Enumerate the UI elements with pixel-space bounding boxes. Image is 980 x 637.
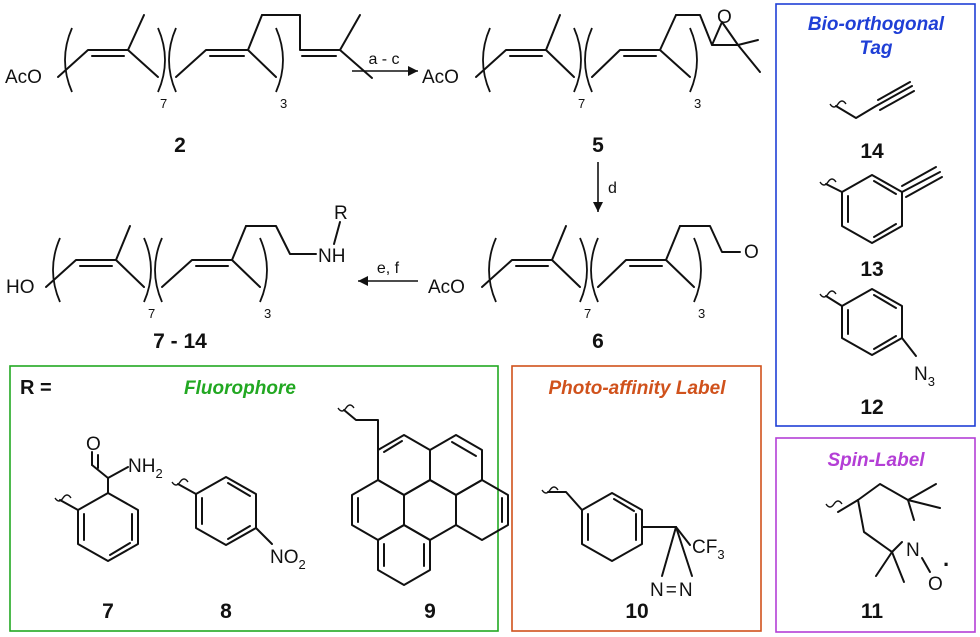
compound-5-repeat-b: 3 [694, 96, 701, 111]
compound-2-repeat-a: 7 [160, 96, 167, 111]
compound-7-14-structure: HO NH R 7 3 [6, 203, 348, 321]
step-2-reagents: d [608, 180, 617, 197]
compound-13-label: 13 [860, 258, 883, 281]
compound-10-label: 10 [625, 600, 648, 623]
compound-7-carbonyl-o: O [86, 434, 101, 455]
compound-7-14-label: 7 - 14 [153, 330, 207, 353]
compound-10-cf3: CF3 [692, 537, 725, 562]
photoaffinity-box [511, 365, 762, 632]
compound-7-14-r: R [334, 203, 348, 224]
compound-14-label: 14 [860, 140, 884, 163]
compound-9-label: 9 [424, 600, 436, 623]
compound-11-structure: N O · [825, 483, 950, 595]
compound-12-azide: N3 [914, 364, 935, 389]
compound-7-structure: O NH2 [54, 434, 163, 562]
compound-2-repeat-b: 3 [280, 96, 287, 111]
compound-14-structure [829, 81, 915, 119]
compound-10-diazirine: N=N [650, 580, 693, 601]
compound-7-14-nh: NH [318, 246, 345, 267]
compound-11-o: O [928, 574, 943, 595]
compound-7-amide-group: NH2 [128, 456, 163, 481]
compound-7-14-repeat-b: 3 [264, 306, 271, 321]
spinlabel-title: Spin-Label [827, 450, 925, 471]
fluorophore-title: Fluorophore [184, 378, 296, 399]
step-1-reagents: a - c [368, 51, 399, 68]
compound-7-label: 7 [102, 600, 114, 623]
compound-6-aldehyde-o: O [744, 242, 759, 263]
photoaffinity-title: Photo-affinity Label [549, 378, 727, 399]
compound-5-epoxide-o: O [717, 7, 732, 28]
compound-6-repeat-b: 3 [698, 306, 705, 321]
compound-2-end-group: AcO [5, 67, 42, 88]
compound-5-repeat-a: 7 [578, 96, 585, 111]
compound-12-structure: N3 [819, 288, 935, 389]
compound-8-structure: NO2 [171, 476, 306, 572]
compound-5-end-group: AcO [422, 67, 459, 88]
bioorthogonal-title-line2: Tag [859, 38, 892, 59]
compound-8-label: 8 [220, 600, 232, 623]
compound-9-structure [337, 404, 509, 586]
step-3-reagents: e, f [377, 260, 400, 277]
compound-6-structure: AcO O 7 3 [428, 225, 759, 321]
compound-11-n: N [906, 540, 920, 561]
compound-5-label: 5 [592, 134, 604, 157]
bioorthogonal-box [775, 3, 976, 427]
compound-13-structure [819, 166, 943, 244]
compound-8-nitro-group: NO2 [270, 547, 306, 572]
compound-6-end-group: AcO [428, 277, 465, 298]
spinlabel-box [775, 437, 976, 633]
compound-11-label: 11 [861, 600, 884, 623]
compound-2-structure: AcO 7 3 [5, 14, 373, 111]
compound-7-14-repeat-a: 7 [148, 306, 155, 321]
compound-11-radical: · [943, 552, 950, 577]
compound-2-label: 2 [174, 134, 186, 157]
fluorophore-box [9, 365, 499, 632]
compound-6-label: 6 [592, 330, 604, 353]
compound-6-repeat-a: 7 [584, 306, 591, 321]
compound-10-structure: CF3 N=N [541, 486, 725, 601]
compound-12-label: 12 [860, 396, 883, 419]
compound-7-14-end-group: HO [6, 277, 35, 298]
compound-5-structure: AcO O 7 3 [422, 7, 761, 111]
r-equals: R = [20, 377, 52, 399]
bioorthogonal-title-line1: Bio-orthogonal [808, 14, 945, 35]
